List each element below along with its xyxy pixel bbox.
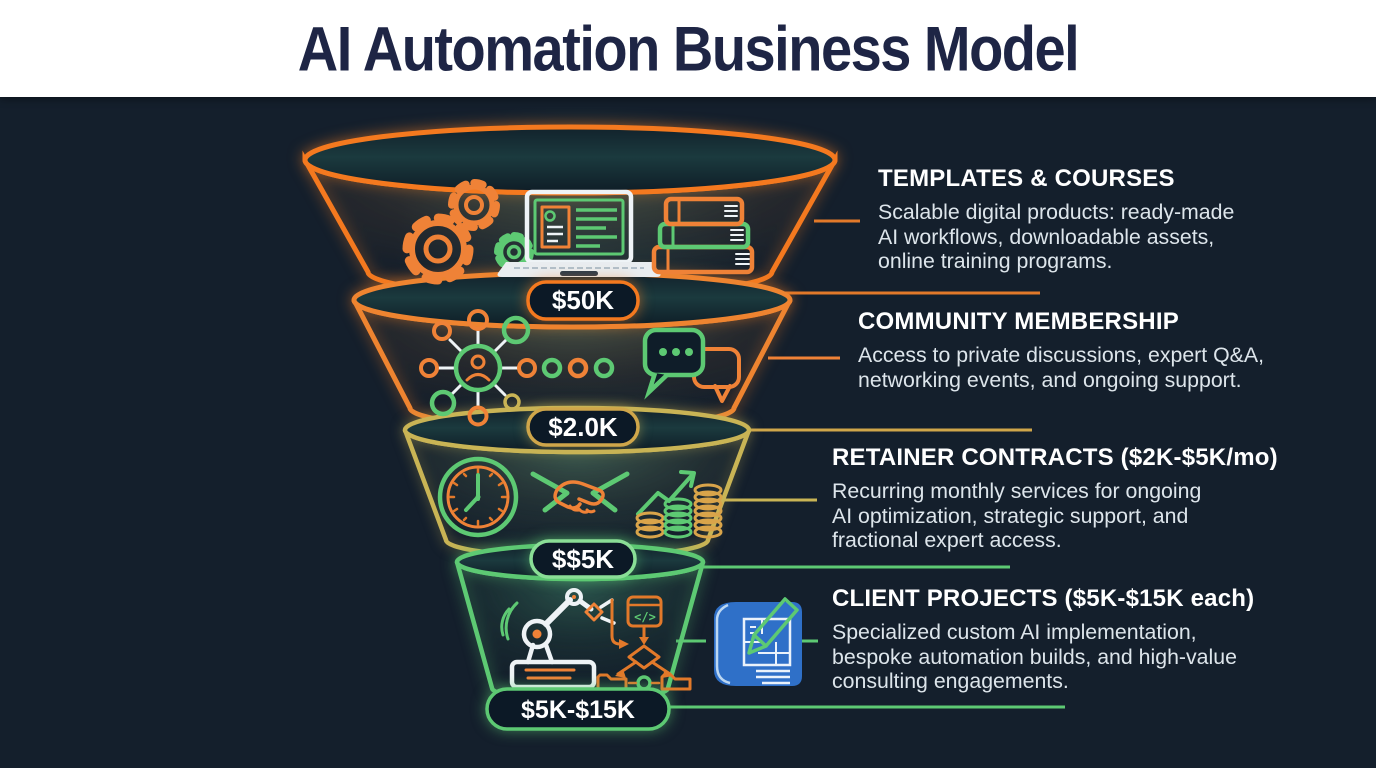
- page-title: AI Automation Business Model: [297, 13, 1080, 84]
- badge-tier-2: $2.0K: [526, 407, 640, 447]
- tier-callout-retainer: RETAINER CONTRACTS ($2K-$5K/mo) Recurrin…: [832, 444, 1332, 553]
- clock-icon: [437, 456, 519, 538]
- badge-tier-3-value: $$5K: [552, 544, 614, 574]
- tier-heading: COMMUNITY MEMBERSHIP: [858, 308, 1179, 335]
- books-stack-icon: [651, 196, 755, 275]
- tier-description: Recurring monthly services for ongoing A…: [832, 479, 1202, 553]
- network-people-icon: [419, 309, 537, 427]
- growth-chart-coins-icon: [635, 470, 723, 539]
- badge-tier-3: $$5K: [529, 539, 637, 579]
- tier-heading: CLIENT PROJECTS ($5K-$15K each): [832, 585, 1255, 612]
- tier-description: Scalable digital products: ready-made AI…: [878, 200, 1235, 274]
- laptop-training-icon: [497, 189, 661, 277]
- tier-callout-projects: CLIENT PROJECTS ($5K-$15K each) Speciali…: [832, 585, 1332, 694]
- badge-tier-4: $5K-$15K: [485, 687, 671, 731]
- badge-tier-1-value: $50K: [552, 285, 614, 315]
- badge-tier-2-value: $2.0K: [548, 412, 618, 442]
- badge-tier-4-value: $5K-$15K: [521, 696, 635, 724]
- ellipsis-dots-icon: [541, 357, 615, 379]
- blueprint-pencil-icon: [714, 597, 802, 686]
- tier-description: Access to private discussions, expert Q&…: [858, 343, 1264, 392]
- gears-icon: [402, 179, 534, 285]
- header-bar: AI Automation Business Model: [0, 0, 1376, 97]
- funnel-diagram: </>: [302, 124, 1065, 731]
- tier-description: Specialized custom AI implementation, be…: [832, 620, 1237, 694]
- tier-heading: TEMPLATES & COURSES: [878, 165, 1175, 192]
- robot-arm-icon: [500, 588, 616, 690]
- tier-callout-community: COMMUNITY MEMBERSHIP Access to private d…: [858, 308, 1358, 392]
- chat-bubbles-icon: [642, 327, 741, 403]
- handshake-icon: [530, 471, 630, 514]
- code-glyph: </>: [634, 610, 656, 624]
- tier-heading: RETAINER CONTRACTS ($2K-$5K/mo): [832, 444, 1278, 471]
- tier-callout-templates: TEMPLATES & COURSES Scalable digital pro…: [878, 165, 1376, 274]
- badge-tier-1: $50K: [526, 280, 640, 321]
